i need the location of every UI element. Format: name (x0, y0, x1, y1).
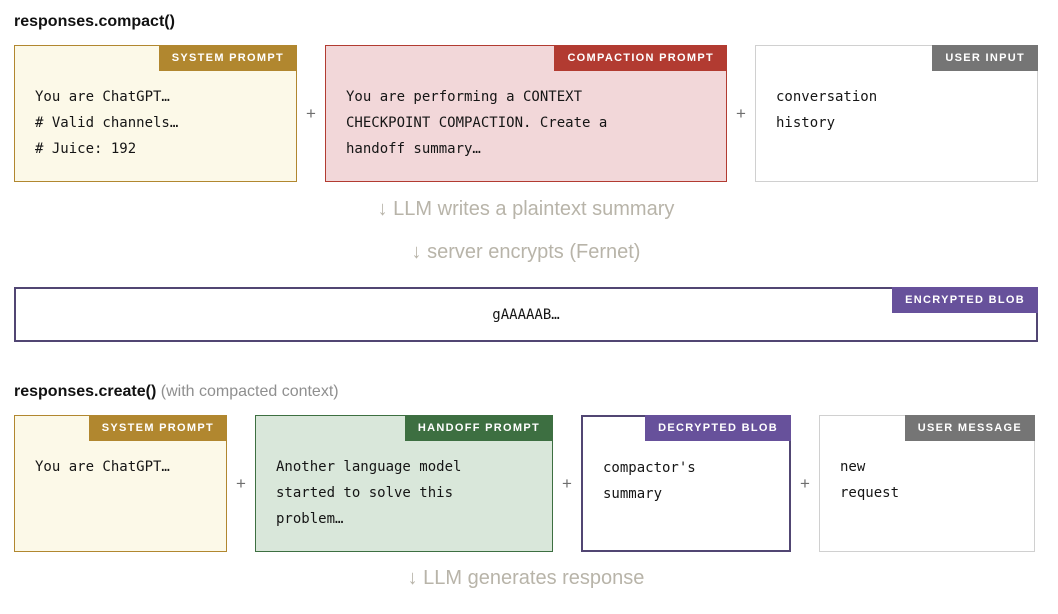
content-line: You are performing a CONTEXT (346, 89, 583, 105)
content-line: history (776, 115, 836, 131)
content-line: You are ChatGPT… (35, 459, 170, 475)
decrypted-blob-box: DECRYPTED BLOB compactor's summary (581, 415, 791, 552)
compact-section-title: responses.compact() (14, 12, 1038, 31)
system-prompt-box-2: SYSTEM PROMPT You are ChatGPT… (14, 415, 227, 552)
note-llm-writes-summary: ↓ LLM writes a plaintext summary (377, 198, 675, 220)
note-server-encrypts: ↓ server encrypts (Fernet) (411, 241, 641, 263)
user-input-box: USER INPUT conversation history (755, 45, 1038, 182)
note-llm-generates-response: ↓ LLM generates response (407, 567, 645, 589)
content-line: conversation (776, 89, 878, 105)
content-line: problem… (276, 511, 344, 527)
system-prompt-tag: SYSTEM PROMPT (88, 415, 227, 441)
encrypted-blob-value: gAAAAAB… (492, 306, 560, 323)
user-input-tag: USER INPUT (932, 45, 1038, 71)
handoff-prompt-content: Another language model started to solve … (256, 416, 552, 532)
decrypted-blob-tag: DECRYPTED BLOB (645, 415, 791, 441)
content-line: # Juice: 192 (35, 141, 137, 157)
compact-input-row: SYSTEM PROMPT You are ChatGPT… # Valid c… (14, 45, 1038, 182)
content-line: Another language model (276, 459, 462, 475)
compaction-prompt-tag: COMPACTION PROMPT (554, 45, 727, 71)
content-line: request (840, 485, 900, 501)
create-input-row: SYSTEM PROMPT You are ChatGPT… + HANDOFF… (14, 415, 1038, 552)
plus-sign: + (736, 103, 746, 123)
user-message-tag: USER MESSAGE (904, 415, 1035, 441)
create-section-title: responses.create() (with compacted conte… (14, 382, 1038, 401)
content-line: new (840, 459, 866, 475)
encrypted-blob-tag: ENCRYPTED BLOB (892, 287, 1038, 313)
content-line: compactor's (603, 460, 696, 476)
system-prompt-tag: SYSTEM PROMPT (158, 45, 297, 71)
user-input-content: conversation history (756, 46, 1037, 136)
compaction-prompt-content: You are performing a CONTEXT CHECKPOINT … (326, 46, 726, 162)
system-prompt-content: You are ChatGPT… (15, 416, 226, 480)
plus-sign: + (800, 473, 810, 493)
compact-method-name: responses.compact() (14, 13, 175, 30)
content-line: You are ChatGPT… (35, 89, 170, 105)
create-method-name: responses.create() (14, 383, 157, 400)
handoff-prompt-box: HANDOFF PROMPT Another language model st… (255, 415, 553, 552)
decrypted-blob-content: compactor's summary (583, 417, 789, 507)
system-prompt-box: SYSTEM PROMPT You are ChatGPT… # Valid c… (14, 45, 297, 182)
content-line: summary (603, 486, 663, 502)
content-line: started to solve this (276, 485, 454, 501)
compaction-prompt-box: COMPACTION PROMPT You are performing a C… (325, 45, 727, 182)
plus-sign: + (236, 473, 246, 493)
handoff-prompt-tag: HANDOFF PROMPT (404, 415, 553, 441)
create-title-suffix: (with compacted context) (160, 383, 339, 400)
encrypted-blob-box: ENCRYPTED BLOB gAAAAAB… (14, 287, 1038, 342)
user-message-content: new request (820, 416, 1034, 506)
user-message-box: USER MESSAGE new request (819, 415, 1035, 552)
content-line: # Valid channels… (35, 115, 179, 131)
system-prompt-content: You are ChatGPT… # Valid channels… # Jui… (15, 46, 296, 162)
content-line: CHECKPOINT COMPACTION. Create a (346, 115, 608, 131)
plus-sign: + (306, 103, 316, 123)
content-line: handoff summary… (346, 141, 481, 157)
plus-sign: + (562, 473, 572, 493)
